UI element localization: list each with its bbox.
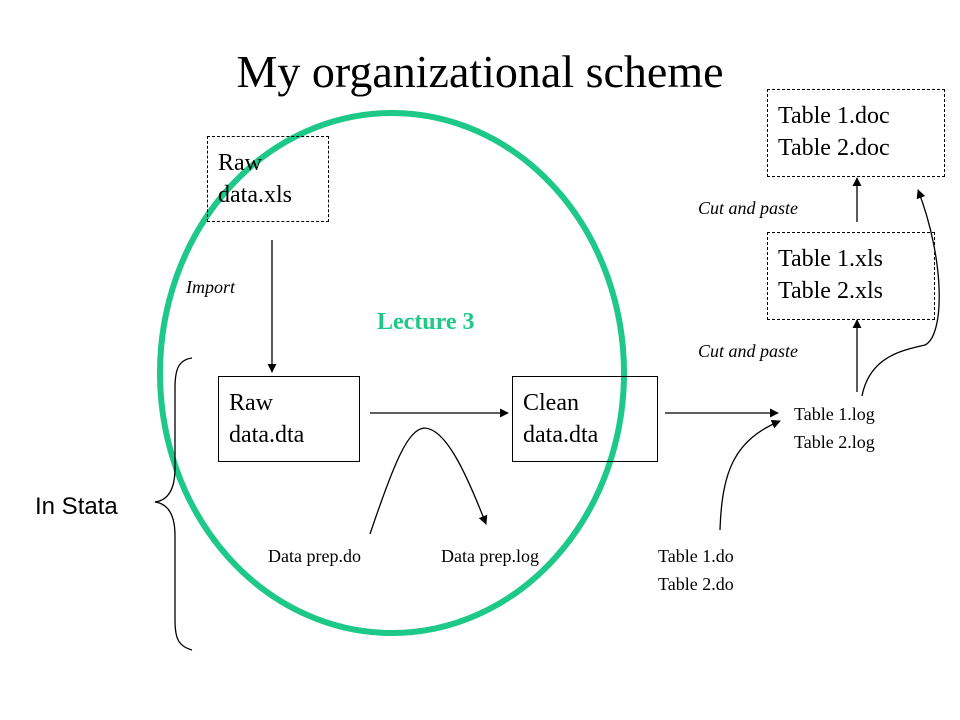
box-line: data.dta	[523, 422, 599, 448]
tables-xls-box: Table 1.xls Table 2.xls	[767, 232, 935, 320]
tables-doc-box: Table 1.doc Table 2.doc	[767, 89, 945, 177]
lecture-label: Lecture 3	[377, 309, 475, 335]
box-line: Table 1.doc	[778, 103, 890, 129]
lecture-highlight-circle	[157, 110, 627, 636]
raw-data-xls-box: Raw data.xls	[207, 136, 329, 222]
cut-and-paste-bottom-label: Cut and paste	[698, 341, 799, 361]
box-line: data.xls	[218, 182, 292, 208]
box-line: data.dta	[229, 422, 305, 448]
in-stata-brace	[154, 357, 193, 651]
box-line: Raw	[229, 390, 273, 416]
tables-do-label: Table 1.do Table 2.do	[658, 542, 734, 598]
box-line: Table 2.xls	[778, 278, 883, 304]
table-log-line: Table 2.log	[794, 432, 875, 452]
box-line: Clean	[523, 390, 579, 416]
arrow-dataprep-do-to-log	[369, 427, 488, 535]
table-do-line: Table 2.do	[658, 574, 734, 594]
import-label: Import	[186, 277, 235, 297]
arrow-log-to-doc	[861, 189, 940, 397]
in-stata-label: In Stata	[35, 493, 118, 520]
raw-data-dta-box: Raw data.dta	[218, 376, 360, 462]
arrow-tables-do-to-log	[719, 419, 781, 531]
table-do-line: Table 1.do	[658, 546, 734, 566]
box-line: Table 1.xls	[778, 246, 883, 272]
clean-data-dta-box: Clean data.dta	[512, 376, 658, 462]
page-title: My organizational scheme	[236, 46, 724, 97]
cut-and-paste-top-label: Cut and paste	[698, 198, 799, 218]
tables-log-label: Table 1.log Table 2.log	[794, 400, 875, 456]
data-prep-do-label: Data prep.do	[268, 546, 361, 566]
data-prep-log-label: Data prep.log	[441, 546, 539, 566]
table-log-line: Table 1.log	[794, 404, 875, 424]
box-line: Raw	[218, 150, 262, 176]
box-line: Table 2.doc	[778, 135, 890, 161]
